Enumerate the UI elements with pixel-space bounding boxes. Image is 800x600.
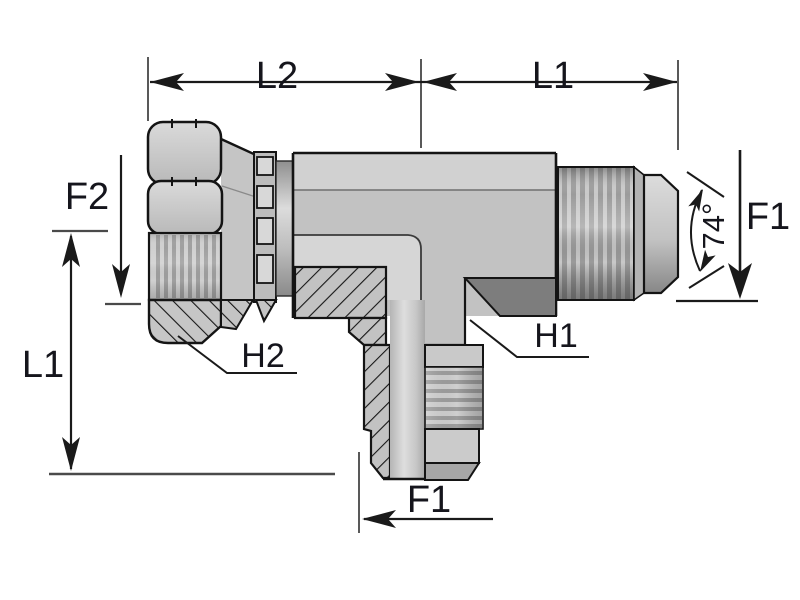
dimension-f1-bottom: F1	[358, 452, 493, 533]
label-l2: L2	[256, 55, 298, 97]
label-l1-left: L1	[22, 344, 64, 386]
swivel-cone	[220, 137, 257, 300]
nut-section-hatch	[147, 298, 278, 345]
label-l1-top: L1	[532, 55, 574, 97]
dimension-f1-right: F1	[676, 150, 790, 303]
label-h2: H2	[241, 337, 284, 375]
flare-nose	[642, 173, 680, 295]
label-f2: F2	[65, 176, 109, 218]
serrated-collar	[253, 151, 277, 303]
nut-female-thread	[147, 231, 223, 302]
dimension-l1-left: L1	[22, 233, 335, 476]
branch-nose	[424, 462, 481, 481]
label-f1-bottom: F1	[407, 479, 451, 521]
label-flare-angle: 74°	[696, 203, 731, 250]
branch-hex	[424, 344, 484, 368]
label-h1: H1	[534, 317, 577, 355]
tee-body	[291, 151, 558, 347]
callout-h2: H2	[177, 335, 297, 375]
label-f1-right: F1	[746, 196, 790, 238]
body-section-hatch	[293, 265, 392, 480]
thread-chamfer	[633, 165, 645, 302]
callout-h1: H1	[469, 317, 589, 358]
bottom-branch	[383, 300, 484, 481]
dimension-top: L2 L1	[147, 55, 679, 150]
branch-pilot	[424, 428, 480, 464]
body-chamfer-shadow	[462, 277, 557, 317]
swivel-neck	[275, 160, 294, 297]
dimension-flare-angle: 74°	[686, 171, 731, 289]
swivel-nut-hex	[146, 119, 224, 236]
fitting-body-view	[146, 119, 680, 481]
dimension-f2: F2	[52, 155, 141, 306]
right-male-end	[557, 165, 680, 302]
branch-thread	[424, 366, 484, 430]
